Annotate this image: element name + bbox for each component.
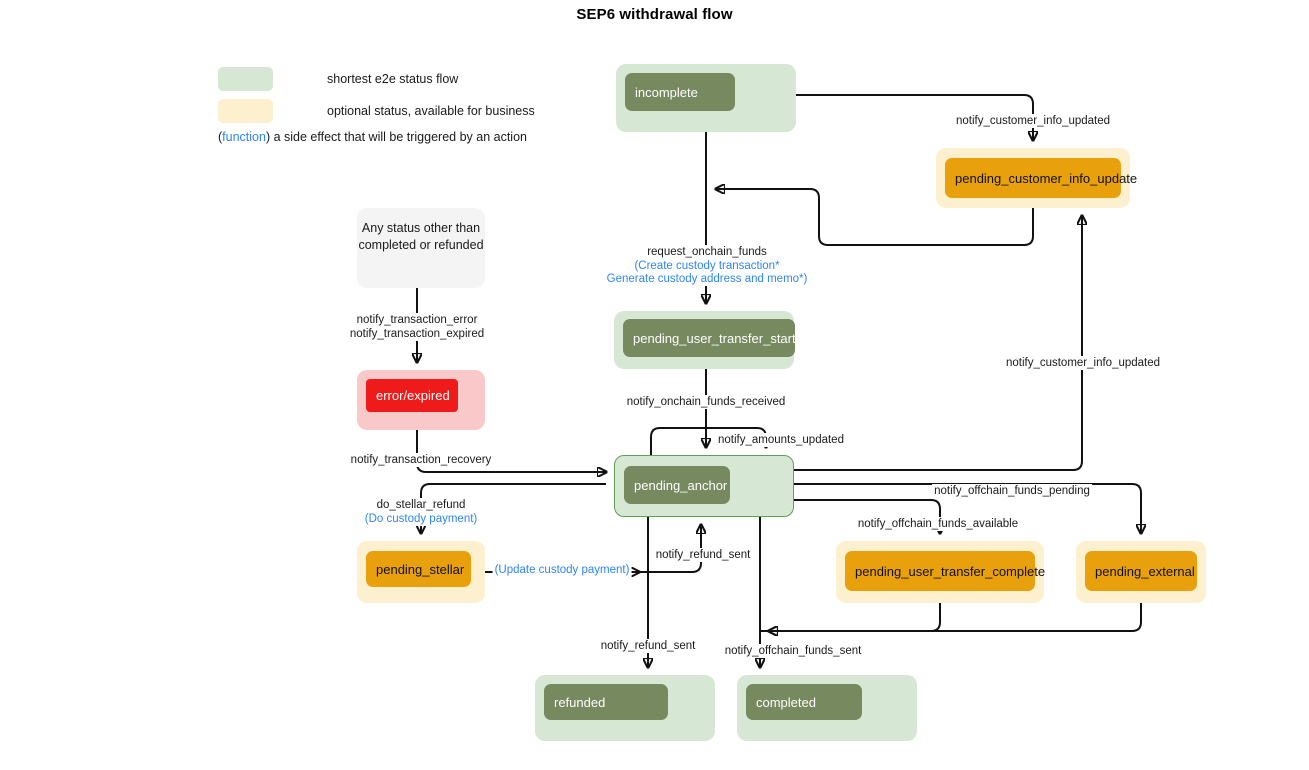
edge-label-notify-offchain-funds-pending: notify_offchain_funds_pending: [932, 484, 1092, 498]
node-any-status-other-label: Any status other than completed or refun…: [358, 221, 484, 252]
node-pending-customer-info-update-chip: pending_customer_info_update: [945, 158, 1137, 198]
node-pending-anchor-label: pending_anchor: [634, 477, 728, 493]
legend: shortest e2e status flow optional status…: [218, 66, 535, 144]
edge-label-notify-refund-sent-loop: notify_refund_sent: [653, 548, 753, 562]
legend-note-close: ) a side effect that will be triggered b…: [265, 130, 527, 144]
node-pending-user-transfer-start-label: pending_user_transfer_start: [633, 330, 796, 346]
legend-note-function: (function) a side effect that will be tr…: [218, 130, 535, 144]
node-error-expired-label: error/expired: [376, 388, 450, 403]
node-pending-user-transfer-complete-chip: pending_user_transfer_complete: [845, 551, 1045, 591]
node-pending-user-transfer-complete[interactable]: pending_user_transfer_complete: [836, 541, 1045, 603]
node-error-expired[interactable]: error/expired: [357, 370, 485, 430]
edge-label-notify-refund-sent-down: notify_refund_sent: [598, 639, 698, 653]
edge-label-notify-amounts-updated: notify_amounts_updated: [716, 433, 846, 447]
edge-label-generate-custody-address-and-memo: Generate custody address and memo*): [604, 272, 810, 286]
node-pending-user-transfer-start-chip: pending_user_transfer_start: [623, 319, 796, 357]
node-error-expired-chip: error/expired: [366, 379, 458, 412]
edge-label-update-custody-payment: (Update custody payment): [492, 563, 632, 577]
edge-label-notify-transaction-expired: notify_transaction_expired: [347, 327, 487, 341]
edge-label-notify-customer-info-updated-right: notify_customer_info_updated: [1003, 356, 1163, 370]
edge-incomplete-to-pending-customer-info-update: [796, 94, 1033, 140]
edge-label-create-custody-transaction: (Create custody transaction*: [632, 259, 782, 273]
edge-label-notify-onchain-funds-received: notify_onchain_funds_received: [624, 395, 788, 409]
node-completed-label: completed: [756, 694, 816, 710]
node-completed[interactable]: completed: [737, 675, 917, 741]
node-pending-stellar[interactable]: pending_stellar: [357, 541, 485, 603]
node-pending-stellar-label: pending_stellar: [376, 561, 465, 577]
node-any-status-other: Any status other than completed or refun…: [357, 208, 485, 288]
node-incomplete-label: incomplete: [635, 84, 698, 100]
legend-item-optional-status: optional status, available for business: [218, 98, 535, 124]
node-completed-chip: completed: [746, 684, 862, 720]
node-pending-external-chip: pending_external: [1085, 551, 1197, 591]
node-pending-external[interactable]: pending_external: [1076, 541, 1206, 603]
edge-label-notify-transaction-error: notify_transaction_error: [354, 313, 480, 327]
node-refunded[interactable]: refunded: [535, 675, 715, 741]
edge-refund-sent-loop-to-pending-anchor: [639, 525, 701, 573]
edge-label-notify-customer-info-updated-top: notify_customer_info_updated: [953, 114, 1113, 128]
edge-pending-anchor-to-pending-stellar: [421, 483, 606, 533]
edge-pending-anchor-to-pending-customer-info-update: [794, 216, 1082, 471]
edge-label-notify-offchain-funds-available: notify_offchain_funds_available: [855, 517, 1021, 531]
edge-pending-anchor-to-pending-user-transfer-complete: [794, 499, 940, 533]
edge-label-notify-transaction-recovery: notify_transaction_recovery: [348, 453, 494, 467]
edge-pending-customer-info-update-return: [716, 189, 1034, 246]
edge-label-request-onchain-funds: request_onchain_funds: [645, 245, 769, 259]
legend-swatch-orange: [218, 99, 273, 123]
node-incomplete-chip: incomplete: [625, 73, 735, 111]
legend-note-function-word: function: [222, 130, 266, 144]
legend-note-open: (: [218, 130, 223, 144]
edge-pending-anchor-to-pending-external: [794, 483, 1141, 533]
edge-label-do-custody-payment: (Do custody payment): [362, 512, 480, 526]
edge-pending-user-transfer-complete-to-completed: [769, 603, 941, 631]
node-pending-customer-info-update-label: pending_customer_info_update: [955, 170, 1138, 186]
node-pending-customer-info-update[interactable]: pending_customer_info_update: [936, 148, 1137, 208]
legend-item-shortest-flow: shortest e2e status flow: [218, 66, 535, 92]
node-pending-stellar-chip: pending_stellar: [366, 551, 471, 587]
legend-swatch-green: [218, 67, 273, 91]
node-pending-user-transfer-start[interactable]: pending_user_transfer_start: [614, 311, 796, 369]
edge-pending-external-to-completed: [769, 603, 1142, 631]
legend-label-shortest-flow: shortest e2e status flow: [327, 72, 459, 86]
node-refunded-chip: refunded: [544, 684, 668, 720]
node-incomplete[interactable]: incomplete: [616, 64, 796, 132]
node-refunded-label: refunded: [554, 694, 606, 710]
node-pending-external-label: pending_external: [1095, 563, 1195, 579]
legend-label-optional-status: optional status, available for business: [327, 104, 535, 118]
edge-label-do-stellar-refund: do_stellar_refund: [374, 498, 468, 512]
node-pending-anchor-chip: pending_anchor: [624, 466, 730, 504]
page-title: SEP6 withdrawal flow: [576, 6, 733, 23]
node-pending-anchor[interactable]: pending_anchor: [614, 455, 794, 517]
node-pending-user-transfer-complete-label: pending_user_transfer_complete: [855, 563, 1046, 579]
edge-label-notify-offchain-funds-sent: notify_offchain_funds_sent: [722, 644, 864, 658]
